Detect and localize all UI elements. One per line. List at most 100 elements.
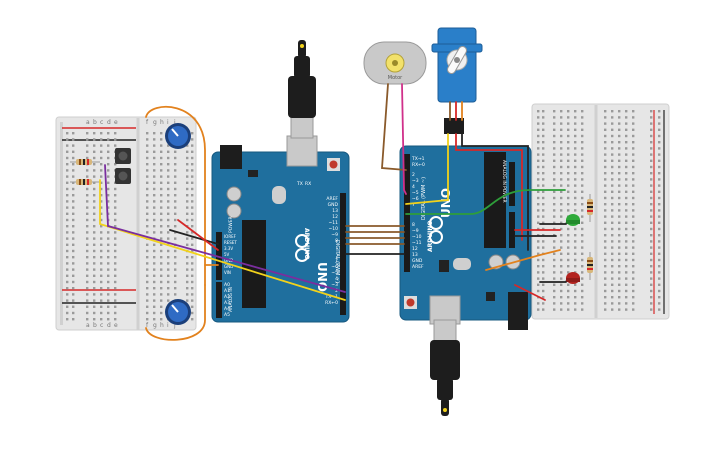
breadboard-hole [632, 116, 635, 119]
breadboard-hole [650, 258, 653, 262]
breadboard-hole [581, 134, 584, 138]
breadboard-hole [72, 200, 75, 203]
svg-text:b: b [93, 322, 97, 329]
resistor-2[interactable] [70, 179, 100, 185]
breadboard-hole [618, 203, 621, 206]
potentiometer-bottom[interactable] [165, 299, 191, 325]
breadboard-hole [160, 293, 163, 296]
resistor-3[interactable] [587, 194, 593, 222]
breadboard-hole [553, 178, 556, 181]
breadboard-hole [604, 258, 607, 262]
breadboard-hole [93, 194, 96, 197]
led-red[interactable] [565, 272, 580, 284]
model-label: UNO [439, 188, 453, 218]
breadboard-hole [107, 249, 110, 253]
left-breadboard[interactable]: a b c d e f g h i j a b c d e f g h i j [55, 116, 197, 331]
breadboard-hole [86, 212, 89, 215]
svg-text:GND: GND [328, 202, 339, 208]
svg-text:~9: ~9 [412, 228, 419, 234]
breadboard-hole [93, 318, 96, 321]
breadboard-hole [611, 227, 614, 231]
breadboard-hole [567, 246, 570, 249]
breadboard-hole [153, 194, 156, 197]
breadboard-hole [581, 128, 584, 131]
breadboard-hole [611, 221, 614, 224]
arduino-uno-left[interactable]: ARDUINO UNO DIGITAL (PWM ~) POWER ANALOG… [211, 135, 350, 323]
breadboard-hole [567, 196, 570, 200]
breadboard-hole [72, 150, 75, 153]
breadboard-hole [186, 175, 189, 178]
resistor-4[interactable] [587, 252, 593, 280]
breadboard-hole [86, 293, 89, 296]
breadboard-hole [100, 206, 103, 209]
breadboard-hole [537, 122, 540, 125]
breadboard-hole [604, 134, 607, 138]
resistor-1[interactable] [70, 159, 100, 165]
wire-black-left [169, 229, 219, 245]
breadboard-hole [72, 262, 75, 265]
breadboard-hole [632, 283, 635, 286]
breadboard-hole [72, 138, 75, 141]
breadboard-hole [553, 134, 556, 138]
breadboard-hole [574, 209, 577, 212]
analog-header[interactable] [216, 282, 222, 318]
led-green[interactable] [565, 214, 580, 226]
breadboard-hole [650, 209, 653, 212]
breadboard-hole [574, 159, 577, 162]
breadboard-hole [658, 116, 661, 119]
breadboard-hole [611, 116, 614, 119]
breadboard-hole [604, 147, 607, 150]
reset-button-cap[interactable] [329, 160, 338, 169]
digital-header[interactable] [340, 193, 346, 315]
breadboard-hole [632, 147, 635, 150]
breadboard-hole [625, 265, 628, 268]
breadboard-hole [191, 225, 194, 228]
breadboard-hole [650, 234, 653, 237]
reset-button-cap[interactable] [406, 298, 415, 307]
breadboard-hole [174, 256, 177, 259]
breadboard-hole [146, 175, 149, 178]
breadboard-hole [542, 240, 545, 243]
breadboard-hole [542, 122, 545, 125]
breadboard-hole [625, 147, 628, 150]
breadboard-hole [93, 243, 96, 246]
breadboard-hole [553, 240, 556, 243]
servo-motor[interactable] [431, 27, 483, 134]
potentiometer-top[interactable] [165, 123, 191, 149]
breadboard-hole [604, 159, 607, 162]
breadboard-hole [107, 231, 110, 234]
breadboard-hole [632, 302, 635, 305]
breadboard-hole [632, 165, 635, 169]
breadboard-hole [174, 280, 177, 284]
breadboard-hole [191, 181, 194, 184]
breadboard-hole [160, 256, 163, 259]
breadboard-hole [574, 190, 577, 193]
push-button-1[interactable] [115, 148, 131, 164]
breadboard-hole [174, 268, 177, 271]
power-header[interactable] [509, 162, 515, 206]
breadboard-hole [611, 296, 614, 299]
breadboard-hole [100, 299, 103, 302]
push-button-2[interactable] [115, 168, 131, 184]
breadboard-hole [191, 287, 194, 290]
right-breadboard[interactable] [531, 103, 670, 320]
breadboard-hole [114, 144, 117, 147]
breadboard-hole [160, 163, 163, 166]
breadboard-hole [650, 153, 653, 156]
digital-pin-labels: AREF GND 13 12 ~11 ~10 ~9 8 7 ~6 ~5 4 ~3… [325, 196, 339, 306]
dc-motor[interactable]: Motor [363, 41, 427, 85]
breadboard-hole [153, 318, 156, 321]
breadboard-hole [560, 215, 563, 218]
breadboard-hole [153, 218, 156, 222]
breadboard-hole [160, 132, 163, 135]
analog-header[interactable] [509, 212, 515, 248]
breadboard-hole [160, 231, 163, 234]
digital-header[interactable] [404, 154, 410, 272]
breadboard-hole [100, 274, 103, 277]
arduino-uno-right[interactable]: ARDUINO UNO DIGITAL (PWM ~) POWER ANALOG… [399, 145, 532, 330]
breadboard-hole [100, 150, 103, 153]
breadboard-hole [553, 258, 556, 262]
breadboard-hole [160, 200, 163, 203]
breadboard-hole [553, 227, 556, 231]
breadboard-hole [93, 132, 96, 135]
